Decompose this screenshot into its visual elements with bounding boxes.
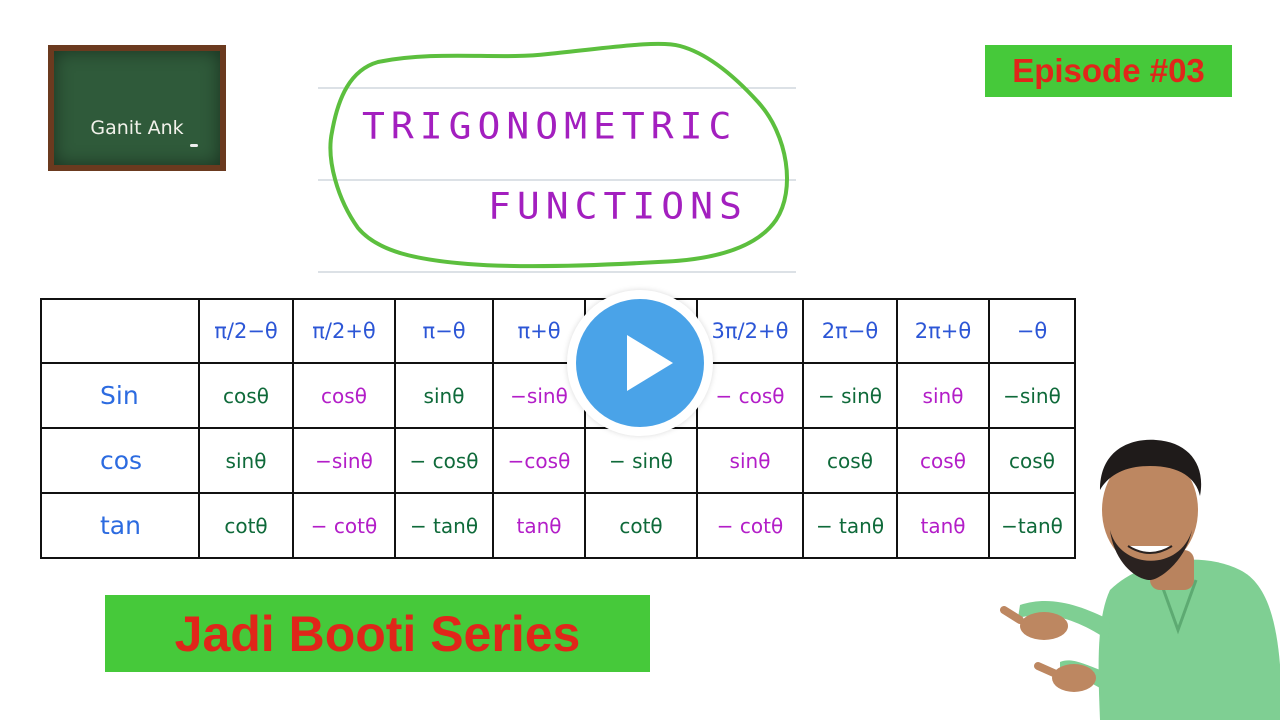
- header-cell: 2π−θ: [802, 298, 898, 364]
- table-cell: − cosθ: [394, 427, 494, 494]
- table-cell: tanθ: [492, 492, 586, 559]
- header-cell: π+θ: [492, 298, 586, 364]
- table-cell: cotθ: [198, 492, 294, 559]
- table-cell: sinθ: [394, 362, 494, 429]
- row-label: tan: [40, 492, 200, 559]
- episode-badge: Episode #03: [985, 45, 1232, 97]
- title-cloud: TRIGONOMETRIC FUNCTIONS: [318, 40, 798, 280]
- table-row: cos sinθ −sinθ − cosθ −cosθ − sinθ sinθ …: [40, 427, 1076, 494]
- header-cell: [40, 298, 200, 364]
- table-cell: −tanθ: [988, 492, 1076, 559]
- table-cell: − sinθ: [584, 427, 698, 494]
- header-cell: π/2+θ: [292, 298, 396, 364]
- trig-identity-table: π/2−θ π/2+θ π−θ π+θ 3π/2+θ 2π−θ 2π+θ −θ …: [40, 298, 1076, 559]
- table-cell: cosθ: [896, 427, 990, 494]
- header-cell: 3π/2+θ: [696, 298, 804, 364]
- ganit-ank-logo: Ganit Ank: [48, 45, 226, 171]
- table-cell: − cosθ: [696, 362, 804, 429]
- title-line-1: TRIGONOMETRIC: [362, 105, 738, 147]
- table-cell: − tanθ: [394, 492, 494, 559]
- table-cell: − sinθ: [802, 362, 898, 429]
- table-cell: cosθ: [292, 362, 396, 429]
- header-cell: π/2−θ: [198, 298, 294, 364]
- play-icon: [627, 335, 673, 391]
- series-label: Jadi Booti Series: [174, 605, 581, 662]
- logo-text: Ganit Ank: [90, 117, 184, 139]
- table-header-row: π/2−θ π/2+θ π−θ π+θ 3π/2+θ 2π−θ 2π+θ −θ: [40, 298, 1076, 364]
- table-cell: sinθ: [896, 362, 990, 429]
- table-cell: sinθ: [198, 427, 294, 494]
- table-cell: cosθ: [198, 362, 294, 429]
- presenter-image: [1000, 439, 1280, 720]
- chalk-icon: [190, 144, 198, 147]
- table-row: Sin cosθ cosθ sinθ −sinθ − cosθ − sinθ s…: [40, 362, 1076, 429]
- row-label: Sin: [40, 362, 200, 429]
- table-cell: −cosθ: [492, 427, 586, 494]
- table-cell: −sinθ: [292, 427, 396, 494]
- row-label: cos: [40, 427, 200, 494]
- table-cell: sinθ: [696, 427, 804, 494]
- header-cell: 2π+θ: [896, 298, 990, 364]
- table-cell: cotθ: [584, 492, 698, 559]
- table-cell: cosθ: [988, 427, 1076, 494]
- table-cell: − cotθ: [696, 492, 804, 559]
- play-button[interactable]: [567, 290, 713, 436]
- cloud-outline-icon: [318, 41, 796, 273]
- episode-label: Episode #03: [1012, 52, 1205, 89]
- play-button-circle: [576, 299, 704, 427]
- table-cell: cosθ: [802, 427, 898, 494]
- header-cell: −θ: [988, 298, 1076, 364]
- header-cell: π−θ: [394, 298, 494, 364]
- series-banner: Jadi Booti Series: [105, 595, 650, 672]
- table-cell: tanθ: [896, 492, 990, 559]
- table-cell: − cotθ: [292, 492, 396, 559]
- table-cell: − tanθ: [802, 492, 898, 559]
- table-cell: −sinθ: [988, 362, 1076, 429]
- title-line-2: FUNCTIONS: [488, 185, 748, 227]
- table-row: tan cotθ − cotθ − tanθ tanθ cotθ − cotθ …: [40, 492, 1076, 559]
